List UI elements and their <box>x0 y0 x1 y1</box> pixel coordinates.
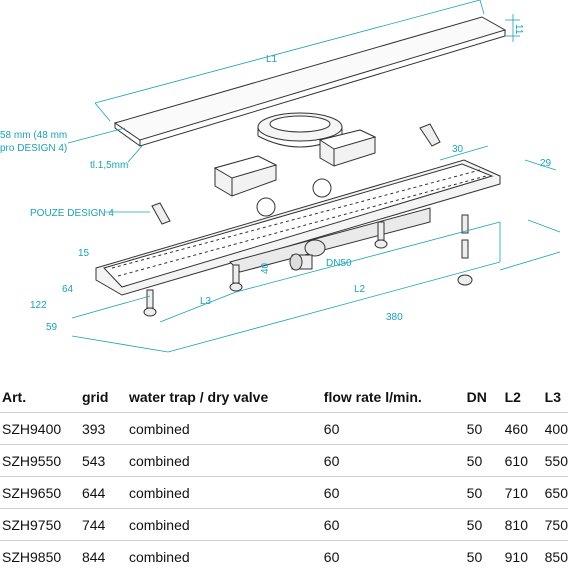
cell-grid: 644 <box>82 477 129 509</box>
label-only-design4: POUZE DESIGN 4 <box>30 208 114 219</box>
cell-art: SZH9550 <box>0 445 82 477</box>
cell-grid: 393 <box>82 413 129 445</box>
cell-water-trap: combined <box>129 509 324 541</box>
column-header-grid: grid <box>82 382 129 413</box>
cell-grid: 543 <box>82 445 129 477</box>
cell-l3: 850 <box>545 541 568 572</box>
cell-art: SZH9650 <box>0 477 82 509</box>
cell-art: SZH9850 <box>0 541 82 572</box>
table-row: SZH9400 393 combined 60 50 460 400 <box>0 413 568 445</box>
column-header-water-trap: water trap / dry valve <box>129 382 324 413</box>
column-header-l2: L2 <box>505 382 545 413</box>
cell-l2: 460 <box>505 413 545 445</box>
cell-water-trap: combined <box>129 445 324 477</box>
table-row: SZH9750 744 combined 60 50 810 750 <box>0 509 568 541</box>
cell-flow-rate: 60 <box>324 477 467 509</box>
label-122: 122 <box>30 300 47 311</box>
cell-flow-rate: 60 <box>324 413 467 445</box>
column-header-flow-rate: flow rate l/min. <box>324 382 467 413</box>
label-30: 30 <box>452 144 464 155</box>
cell-flow-rate: 60 <box>324 509 467 541</box>
label-15: 15 <box>78 248 90 259</box>
column-header-l3: L3 <box>545 382 568 413</box>
label-40: 40 <box>260 262 271 274</box>
label-11: 11 <box>513 24 524 35</box>
cell-flow-rate: 60 <box>324 445 467 477</box>
table-row: SZH9550 543 combined 60 50 610 550 <box>0 445 568 477</box>
technical-drawing: L1 11 58 mm (48 mm pro DESIGN 4) tl.1,5m… <box>0 0 568 375</box>
label-width-b: pro DESIGN 4) <box>0 143 67 154</box>
leader-width <box>68 128 125 143</box>
label-width-a: 58 mm (48 mm <box>0 130 67 141</box>
cell-water-trap: combined <box>129 477 324 509</box>
cell-l3: 400 <box>545 413 568 445</box>
specification-table: Art. grid water trap / dry valve flow ra… <box>0 382 568 572</box>
leader-thickness <box>128 146 142 162</box>
drain-channel <box>96 160 500 295</box>
cell-grid: 844 <box>82 541 129 572</box>
label-380: 380 <box>386 312 403 323</box>
cell-dn: 50 <box>467 477 505 509</box>
cell-l3: 550 <box>545 445 568 477</box>
label-64: 64 <box>62 284 74 295</box>
table-row: SZH9650 644 combined 60 50 710 650 <box>0 477 568 509</box>
cell-l2: 910 <box>505 541 545 572</box>
ball-right <box>313 179 331 197</box>
clip-part <box>420 124 440 146</box>
cell-l2: 610 <box>505 445 545 477</box>
cell-water-trap: combined <box>129 413 324 445</box>
table-header-row: Art. grid water trap / dry valve flow ra… <box>0 382 568 413</box>
cell-grid: 744 <box>82 509 129 541</box>
cell-l2: 810 <box>505 509 545 541</box>
cell-art: SZH9400 <box>0 413 82 445</box>
cell-flow-rate: 60 <box>324 541 467 572</box>
dimension-l1 <box>95 0 484 121</box>
cell-dn: 50 <box>467 445 505 477</box>
cell-dn: 50 <box>467 509 505 541</box>
clip-small <box>152 203 170 224</box>
cell-dn: 50 <box>467 541 505 572</box>
label-thickness: tl.1,5mm <box>90 160 128 171</box>
cell-dn: 50 <box>467 413 505 445</box>
label-29: 29 <box>540 158 552 169</box>
cell-water-trap: combined <box>129 541 324 572</box>
label-l2: L2 <box>354 284 366 295</box>
siphon-left <box>215 156 276 196</box>
cell-l3: 750 <box>545 509 568 541</box>
label-59: 59 <box>46 322 58 333</box>
column-header-dn: DN <box>467 382 505 413</box>
column-header-art: Art. <box>0 382 82 413</box>
cell-l2: 710 <box>505 477 545 509</box>
table-row: SZH9850 844 combined 60 50 910 850 <box>0 541 568 572</box>
cell-l3: 650 <box>545 477 568 509</box>
ball-left <box>257 198 275 216</box>
cell-art: SZH9750 <box>0 509 82 541</box>
label-l1: L1 <box>266 54 278 65</box>
